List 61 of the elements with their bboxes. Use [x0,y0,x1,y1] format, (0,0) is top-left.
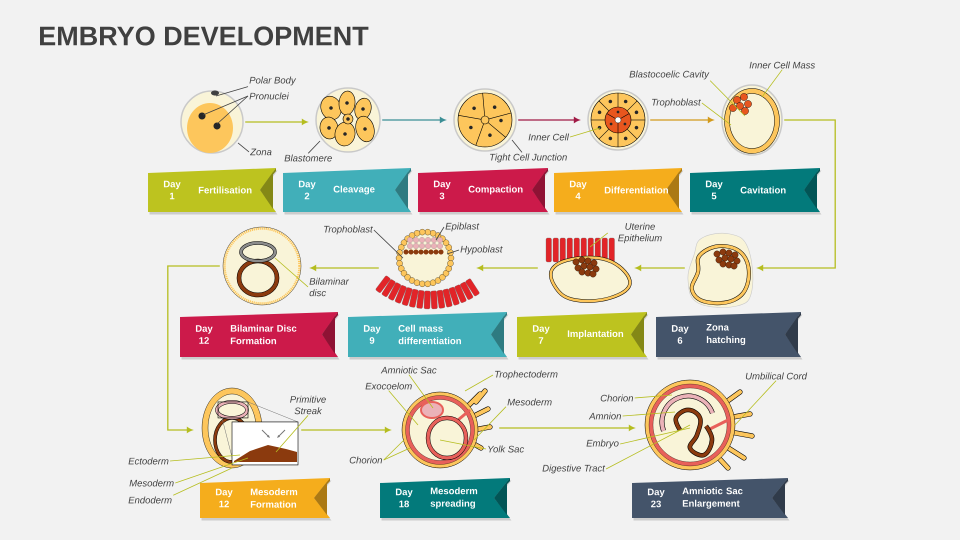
hatching-blastocyst-drawing [688,232,754,308]
part-label: Trophectoderm [495,370,558,380]
part-label: Blastomere [284,154,332,162]
part-label: Inner Cell [528,134,570,140]
part-label: Tight Cell Junction [490,154,567,162]
part-label: Pronuclei [250,92,290,100]
arrow [301,427,390,433]
part-label: Bilaminar disc [310,278,350,296]
part-label: Endoderm [128,496,172,504]
arrow [499,425,634,431]
part-label: Epiblast [446,222,480,232]
part-label: Trophoblast [652,98,701,108]
arrow [167,265,220,433]
part-label: Digestive Tract [542,464,606,474]
part-label: Embryo [586,440,619,448]
part-label: Amniotic Sac [380,366,437,374]
part-label: Blastocoelic Cavity [630,70,710,80]
part-label: Mesoderm [508,398,552,406]
part-label: Umbilical Cord [746,372,808,380]
ribbon-banner: Day 18 Mesoderm spreading [380,478,512,520]
arrow [310,265,379,271]
ribbon-banner: Day 3 Compaction [418,168,550,214]
part-label: Uterine Epithelium [618,222,662,244]
blastocyst-drawing [721,84,783,156]
ribbon-banner: Day 7 Implantation [517,312,648,360]
part-label: Yolk Sac [488,446,524,452]
arrow [245,119,308,125]
part-label: Chorion [600,394,634,402]
cleavage-embryo-drawing [315,87,381,153]
part-label: Zona [250,148,272,156]
ribbon-banner: Day 23 Amniotic Sac Enlargement [632,478,790,520]
part-label: Primitive Streak [290,396,326,414]
ribbon-banner: Day 12 Mesoderm Formation [200,478,332,520]
part-label: Amnion [588,412,621,420]
ribbon-banner: Day 9 Cell mass differentiation [348,312,508,360]
part-label: Mesoderm [130,480,174,486]
title: EMBRYO DEVELOPMENT [40,26,368,46]
arrow [382,117,446,123]
morula-drawing [587,89,649,151]
morula-drawing [453,88,517,152]
part-label: Exocoelom [366,382,412,390]
ribbon-banner: Day 5 Cavitation [690,168,822,214]
ribbon-banner: Day 2 Cleavage [283,168,412,214]
arrow [636,265,685,271]
part-label: Chorion [350,456,382,464]
embryo-drawing [644,380,755,471]
bilaminar-disc-drawing [222,226,302,306]
arrow [478,265,538,271]
arrow [650,117,714,123]
ribbon-banner: Day 4 Differentiation [554,168,684,214]
ribbon-banner: Day 12 Bilaminar Disc Formation [180,312,340,360]
ribbon-banner: Day 1 Fertilisation [148,168,278,214]
zygote-drawing [180,90,244,154]
part-label: Inner Cell Mass [750,62,815,68]
part-label: Ectoderm [128,458,168,464]
part-label: Polar Body [250,76,296,86]
part-label: Hypoblast [460,246,503,254]
arrow [518,117,580,123]
ribbon-banner: Day 6 Zona hatching [656,312,802,360]
arrow [758,119,836,271]
part-label: Trophoblast [324,226,373,234]
